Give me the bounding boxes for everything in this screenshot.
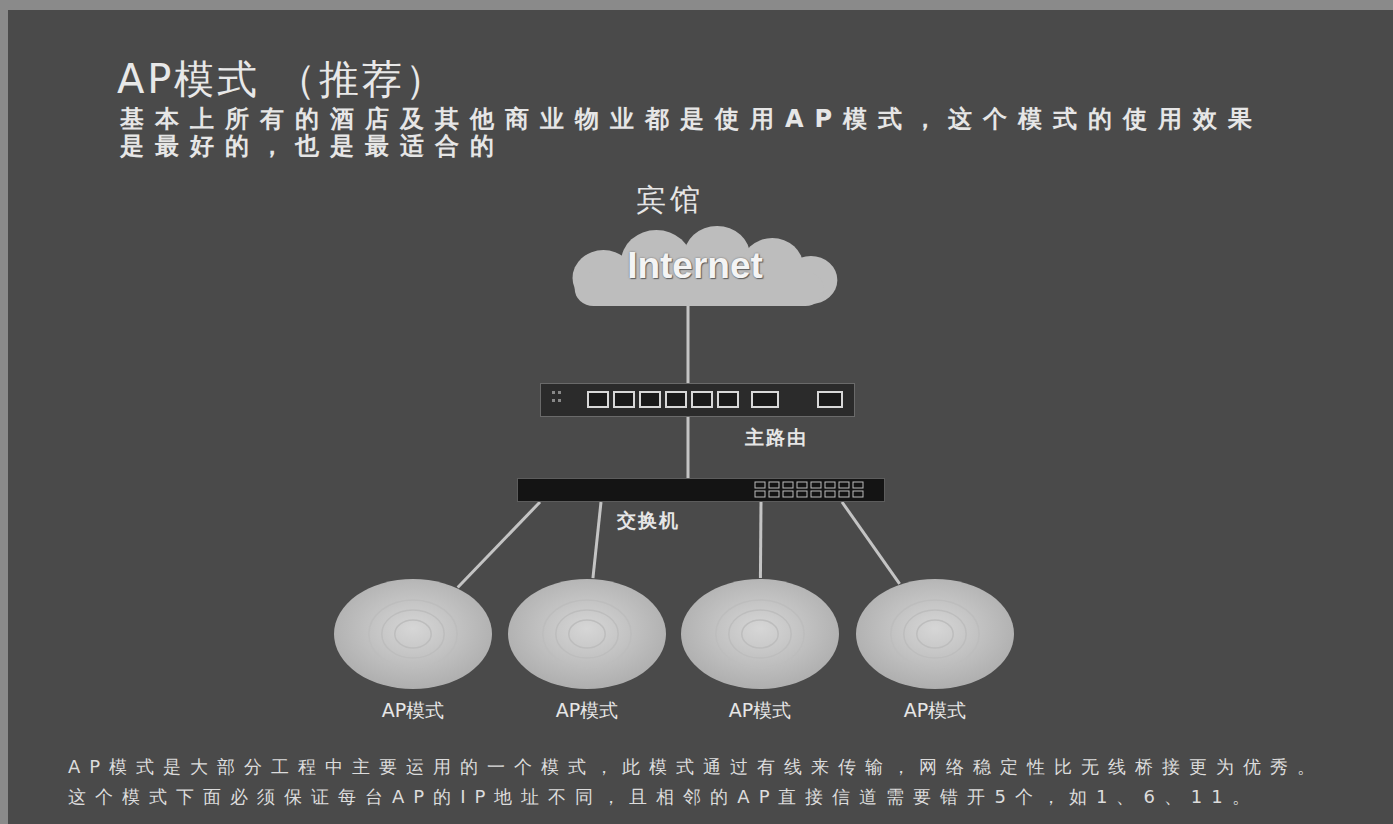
ap-label: AP模式 (487, 698, 687, 724)
ap-ring (556, 610, 618, 658)
ap-disc (508, 579, 666, 689)
ap-ring (369, 600, 457, 668)
ap-label: AP模式 (835, 698, 1035, 724)
ap-ring (716, 600, 804, 668)
ap-ring (891, 600, 979, 668)
ap-illustration (507, 578, 667, 690)
ap-ring (917, 620, 953, 648)
ap-illustration (680, 578, 840, 690)
switch-port (797, 491, 807, 497)
router-led (558, 391, 561, 394)
ap-disc (681, 579, 839, 689)
device-label: 交换机 (617, 508, 680, 534)
switch-port (783, 491, 793, 497)
link-line (842, 502, 900, 584)
link-line (687, 306, 690, 383)
switch-port (811, 482, 821, 488)
router-port (752, 392, 778, 407)
ap-disc (334, 579, 492, 689)
switch-port (853, 482, 863, 488)
switch-port (825, 491, 835, 497)
switch-port (853, 491, 863, 497)
router-led (552, 391, 555, 394)
ap-label: AP模式 (313, 698, 513, 724)
router-led (558, 399, 561, 402)
switch-port (755, 482, 765, 488)
switch-port (797, 482, 807, 488)
ap-disc (856, 579, 1014, 689)
link-line (687, 417, 690, 478)
router-port (588, 392, 608, 407)
switch-port (839, 491, 849, 497)
router-case (540, 383, 855, 417)
access-point: AP模式 (507, 578, 667, 690)
router-port (692, 392, 712, 407)
ap-ring (543, 600, 631, 668)
router-port (614, 392, 634, 407)
link-line (593, 502, 601, 578)
ap-label: AP模式 (660, 698, 860, 724)
cloud-label: Internet (535, 226, 855, 306)
switch-port (783, 482, 793, 488)
router-port (640, 392, 660, 407)
ap-ring (904, 610, 966, 658)
router-port (818, 392, 842, 407)
router-illustration (540, 383, 855, 417)
switch-port (769, 482, 779, 488)
link-line (759, 502, 763, 578)
access-point: AP模式 (680, 578, 840, 690)
ap-ring (742, 620, 778, 648)
site-label: 宾馆 (636, 180, 756, 221)
switch-device: 交换机 (517, 478, 885, 502)
subtitle-text: 基本上所有的酒店及其他商业物业都是使用AP模式，这个模式的使用效果 是最好的，也… (120, 106, 1298, 160)
router-port (718, 392, 738, 407)
switch-port (839, 482, 849, 488)
internet-cloud: Internet (535, 226, 855, 306)
device-label: 主路由 (745, 425, 808, 451)
ap-illustration (333, 578, 493, 690)
ap-ring (569, 620, 605, 648)
switch-port (755, 491, 765, 497)
switch-case (517, 478, 885, 502)
link-line (458, 502, 540, 588)
router-device: 主路由 (540, 383, 855, 417)
router-led (552, 399, 555, 402)
page-title: AP模式 （推荐） (117, 52, 448, 107)
switch-port (769, 491, 779, 497)
access-point: AP模式 (333, 578, 493, 690)
bottom-caption: AP模式是大部分工程中主要运用的一个模式，此模式通过有线来传输，网络稳定性比无线… (68, 752, 1350, 812)
ap-ring (729, 610, 791, 658)
access-point: AP模式 (855, 578, 1015, 690)
switch-port (811, 491, 821, 497)
router-port (666, 392, 686, 407)
switch-illustration (517, 478, 885, 502)
ap-ring (395, 620, 431, 648)
ap-illustration (855, 578, 1015, 690)
switch-port (825, 482, 835, 488)
ap-ring (382, 610, 444, 658)
